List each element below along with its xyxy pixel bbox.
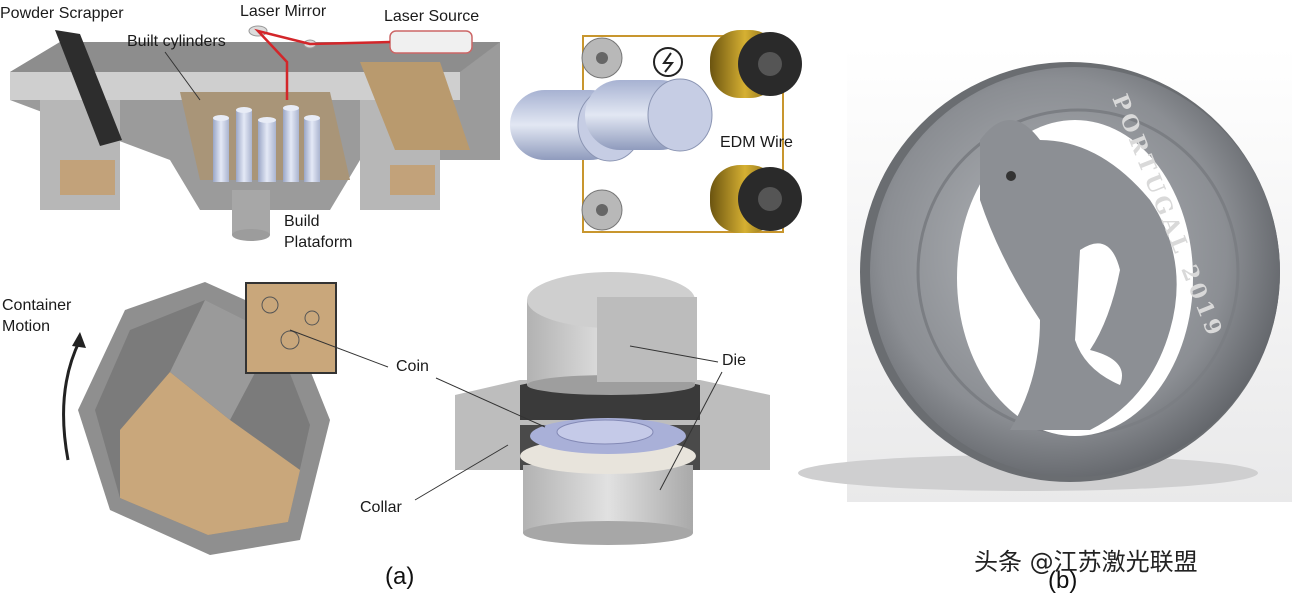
wire-spool-top: [710, 30, 802, 98]
laser-source: [389, 30, 473, 54]
leader-coin: [435, 377, 546, 428]
label-coin: Coin: [396, 358, 429, 375]
tumbler-zoom-inset: [245, 282, 337, 374]
label-motion: Motion: [2, 318, 50, 335]
label-powder-scrapper: Powder Scrapper: [0, 5, 124, 22]
laser-beam: [254, 28, 391, 100]
caption-a: (a): [385, 563, 414, 590]
wire-spool-bottom: [710, 165, 802, 233]
label-edm-wire: EDM Wire: [720, 134, 793, 151]
slm-machine-illustration: [10, 25, 500, 241]
rotation-arrow: [62, 339, 82, 461]
panel-b-coin-photo: [798, 47, 1292, 502]
label-laser-source: Laser Source: [384, 8, 479, 25]
leader-built-cylinders: [164, 51, 201, 101]
label-built-cylinders: Built cylinders: [127, 33, 226, 50]
label-build: Build: [284, 213, 320, 230]
label-plataform: Plataform: [284, 234, 352, 251]
leader-die-lower: [659, 371, 723, 491]
leader-collar: [414, 444, 509, 501]
edm-drums: [510, 78, 713, 162]
built-cylinders: [213, 105, 320, 182]
caption-b: (b): [1048, 567, 1077, 594]
tumbling-container-illustration: [62, 282, 389, 555]
label-laser-mirror: Laser Mirror: [240, 3, 327, 20]
coining-press-illustration: [455, 272, 770, 545]
label-container: Container: [2, 297, 72, 314]
label-die: Die: [722, 352, 746, 369]
edm-illustration: [510, 30, 802, 233]
label-collar: Collar: [360, 499, 402, 516]
leader-die: [629, 345, 719, 363]
watermark-text: 头条 @江苏激光联盟: [974, 548, 1198, 576]
